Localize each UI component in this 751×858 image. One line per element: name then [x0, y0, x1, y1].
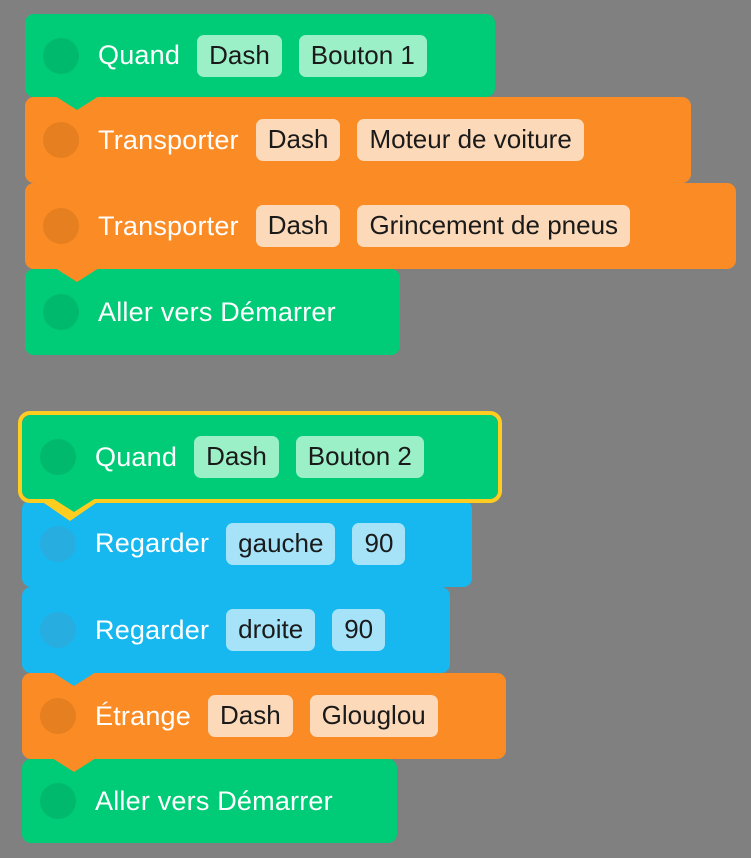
field-direction[interactable]: droite — [226, 609, 316, 651]
field-robot[interactable]: Dash — [255, 205, 341, 247]
block-label: Transporter — [98, 124, 239, 155]
block-transporter-moteur[interactable]: Transporter Dash Moteur de voiture — [25, 97, 691, 196]
circle-icon — [40, 698, 76, 734]
field-sound[interactable]: Moteur de voiture — [357, 119, 584, 161]
circle-icon — [40, 612, 76, 648]
circle-icon — [40, 525, 76, 562]
block-label: Quand — [95, 441, 178, 472]
connector-notch — [52, 586, 96, 600]
block-aller-vers-demarrer-2[interactable]: Aller vers Démarrer — [22, 759, 397, 843]
connector-notch — [52, 672, 96, 686]
block-quand-bouton-1[interactable]: Quand Dash Bouton 1 — [25, 14, 495, 110]
circle-icon — [43, 294, 79, 330]
circle-icon — [43, 122, 79, 158]
field-sound[interactable]: Grincement de pneus — [357, 205, 631, 247]
connector-notch — [52, 498, 96, 512]
connector-notch — [52, 758, 96, 772]
block-label: Regarder — [95, 614, 210, 645]
block-label: Regarder — [95, 528, 210, 558]
field-direction[interactable]: gauche — [226, 522, 336, 565]
field-angle[interactable]: 90 — [352, 522, 406, 565]
block-label: Aller vers Démarrer — [98, 296, 336, 327]
selection-highlight-body — [18, 411, 502, 503]
field-sound[interactable]: Glouglou — [309, 695, 438, 737]
connector-notch — [55, 96, 99, 110]
block-label: Étrange — [95, 700, 191, 731]
field-trigger[interactable]: Bouton 1 — [298, 34, 427, 77]
block-label: Aller vers Démarrer — [95, 785, 333, 816]
block-regarder-gauche[interactable]: Regarder gauche 90 — [22, 500, 472, 600]
field-robot[interactable]: Dash — [255, 119, 341, 161]
circle-icon — [43, 37, 79, 74]
block-etrange-glouglou[interactable]: Étrange Dash Glouglou — [22, 673, 506, 772]
block-quand-bouton-2[interactable]: Quand Dash Bouton 2 — [22, 415, 498, 512]
block-aller-vers-demarrer-1[interactable]: Aller vers Démarrer — [25, 269, 400, 355]
block-label: Transporter — [98, 210, 239, 241]
field-robot[interactable]: Dash — [197, 34, 282, 77]
field-angle[interactable]: 90 — [332, 609, 386, 651]
connector-notch — [55, 268, 99, 282]
block-label: Quand — [98, 40, 181, 70]
circle-icon — [40, 439, 76, 475]
circle-icon — [40, 783, 76, 819]
field-robot[interactable]: Dash — [207, 695, 293, 737]
field-robot[interactable]: Dash — [194, 436, 279, 478]
circle-icon — [43, 208, 79, 244]
field-trigger[interactable]: Bouton 2 — [295, 436, 424, 478]
connector-notch — [55, 182, 99, 196]
block-transporter-grincement[interactable]: Transporter Dash Grincement de pneus — [25, 183, 736, 282]
block-regarder-droite[interactable]: Regarder droite 90 — [22, 587, 450, 686]
